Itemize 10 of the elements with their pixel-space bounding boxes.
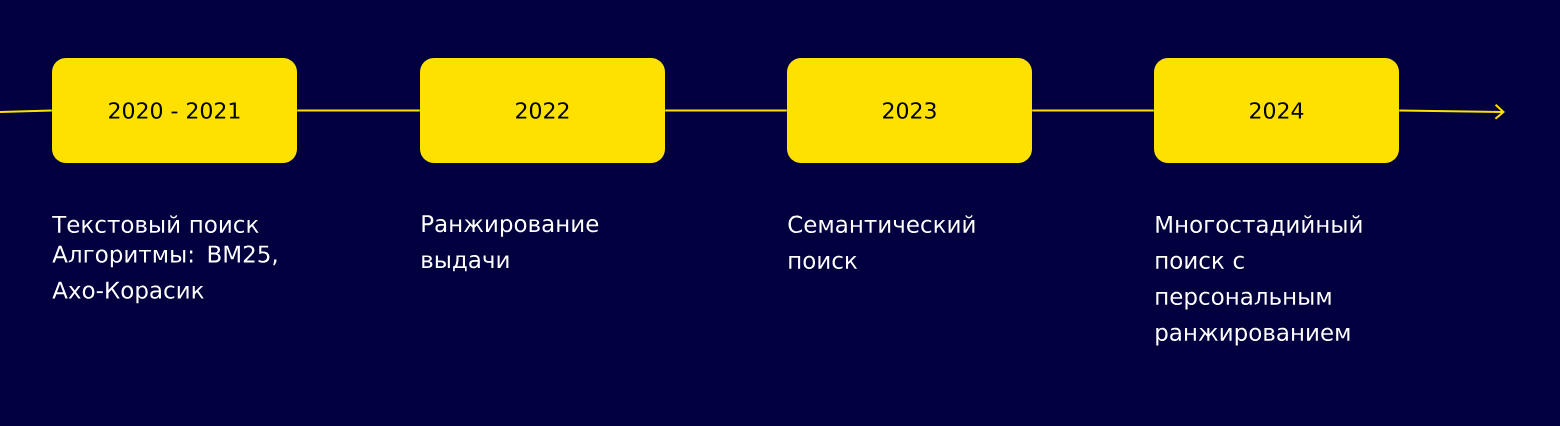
year-box: 2023 <box>787 58 1032 163</box>
year-box: 2022 <box>420 58 665 163</box>
description-text: Семантический поиск <box>788 215 975 269</box>
description-text: Алгоритмы: BM25, Ахо-Корасик <box>52 245 277 304</box>
description-text: Многостадийный поиск с персональным ранжированием <box>1156 215 1362 346</box>
description-text: Текстовый поиск <box>52 215 259 233</box>
year-box: 2024 <box>1154 58 1399 163</box>
timeline-arrow <box>1398 103 1505 120</box>
description-text: Ранжирование выдачи <box>422 215 599 272</box>
year-box: 2020 - 2021 <box>52 58 297 163</box>
